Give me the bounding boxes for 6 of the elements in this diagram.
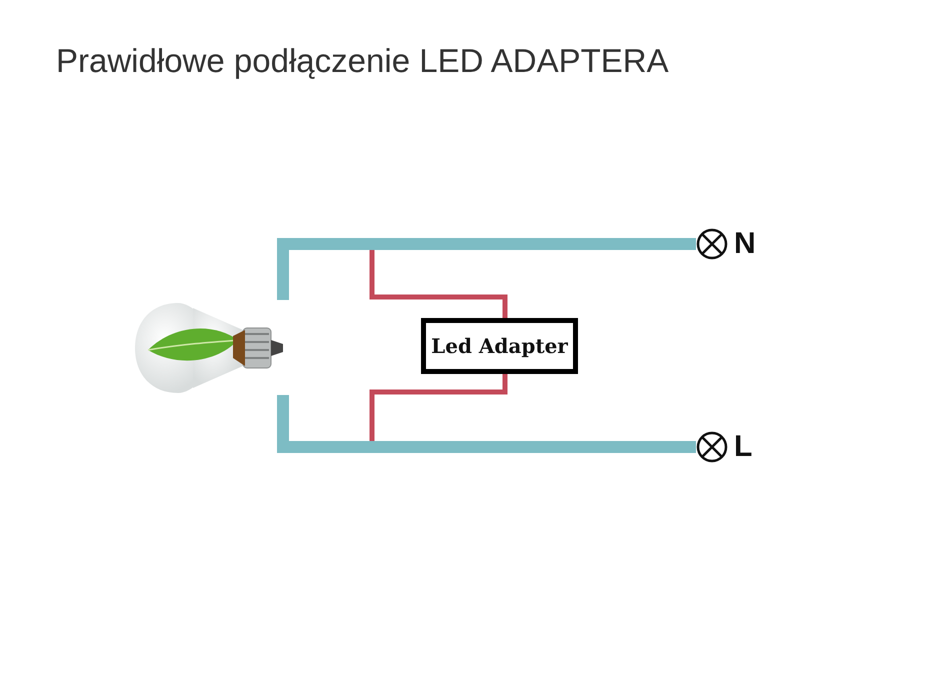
adapter-box: Led Adapter <box>421 318 578 374</box>
terminal-label: L <box>734 432 752 462</box>
diagram-title: Prawidłowe podłączenie LED ADAPTERA <box>56 42 669 80</box>
terminal-label: N <box>734 229 756 259</box>
wire <box>277 395 696 453</box>
wire <box>277 238 696 300</box>
